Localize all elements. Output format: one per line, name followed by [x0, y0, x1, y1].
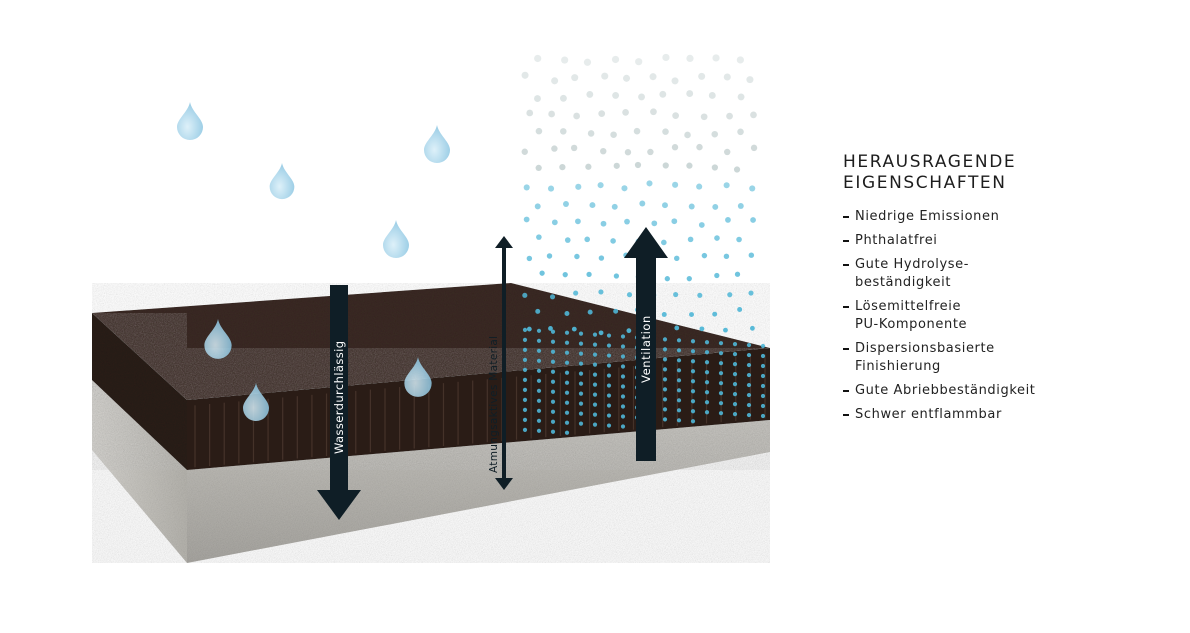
water-arrow-label: Wasserdurchlässig	[332, 341, 346, 454]
bullet-dash-icon	[843, 348, 849, 350]
bullet-dash-icon	[843, 414, 849, 416]
feature-item: Niedrige Emissionen	[843, 208, 1163, 226]
ventilation-arrow: Ventilation	[624, 227, 668, 461]
features-title-line2: EIGENSCHAFTEN	[843, 173, 1007, 193]
feature-item: Phthalatfrei	[843, 232, 1163, 250]
ventilation-arrow-label: Ventilation	[639, 315, 653, 383]
feature-item: Lösemittelfreie PU-Komponente	[843, 298, 1163, 334]
water-arrow: Wasserdurchlässig	[317, 285, 361, 520]
water-droplets	[177, 102, 450, 421]
bullet-dash-icon	[843, 306, 849, 308]
bullet-dash-icon	[843, 264, 849, 266]
breathable-arrow: Atmungsaktives Material	[488, 236, 513, 490]
breathable-arrow-label: Atmungsaktives Material	[488, 336, 500, 473]
feature-text: Schwer entflammbar	[855, 407, 1002, 422]
feature-item: Gute Hydrolyse- beständigkeit	[843, 256, 1163, 292]
air-particles	[521, 53, 758, 336]
bullet-dash-icon	[843, 216, 849, 218]
feature-item: Gute Abriebbeständigkeit	[843, 382, 1163, 400]
features-title-line1: HERAUSRAGENDE	[843, 152, 1017, 172]
feature-text: Dispersionsbasierte Finishierung	[855, 341, 995, 374]
feature-text: Niedrige Emissionen	[855, 209, 1000, 224]
features-list: Niedrige Emissionen Phthalatfrei Gute Hy…	[843, 208, 1163, 424]
feature-text: Gute Hydrolyse- beständigkeit	[855, 257, 970, 290]
features-title: HERAUSRAGENDE EIGENSCHAFTEN	[843, 152, 1163, 194]
feature-text: Gute Abriebbeständigkeit	[855, 383, 1036, 398]
feature-text: Lösemittelfreie PU-Komponente	[855, 299, 968, 332]
feature-text: Phthalatfrei	[855, 233, 938, 248]
features-panel: HERAUSRAGENDE EIGENSCHAFTEN Niedrige Emi…	[843, 152, 1163, 430]
feature-item: Schwer entflammbar	[843, 406, 1163, 424]
feature-item: Dispersionsbasierte Finishierung	[843, 340, 1163, 376]
bullet-dash-icon	[843, 240, 849, 242]
bullet-dash-icon	[843, 390, 849, 392]
